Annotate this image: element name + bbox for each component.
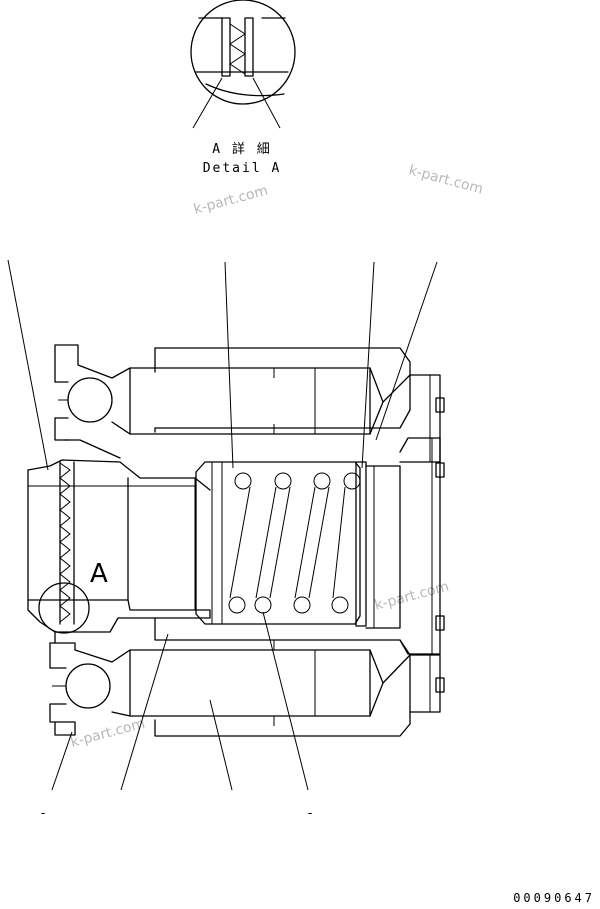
- callout-mark-1: -: [39, 806, 49, 821]
- drawing-number: 00090647: [513, 891, 595, 905]
- detail-a-marker-circle: [38, 582, 90, 634]
- pump-housing: [27, 344, 445, 737]
- detail-a-circle: [190, 0, 296, 105]
- leader-lines-bottom: [51, 611, 309, 791]
- detail-title-jp: A 詳 細: [212, 141, 271, 157]
- callout-mark-2: -: [306, 806, 316, 821]
- watermark-4: k-part.com: [69, 716, 147, 751]
- detail-title-en: Detail A: [203, 161, 282, 176]
- spring-coils: [228, 472, 361, 614]
- watermark-2: k-part.com: [407, 162, 485, 197]
- section-label-a: A: [90, 559, 108, 589]
- watermark-3: k-part.com: [373, 579, 451, 614]
- leader-lines-top: [7, 259, 438, 471]
- detail-a-leaders: [192, 77, 281, 129]
- watermark-1: k-part.com: [192, 183, 270, 218]
